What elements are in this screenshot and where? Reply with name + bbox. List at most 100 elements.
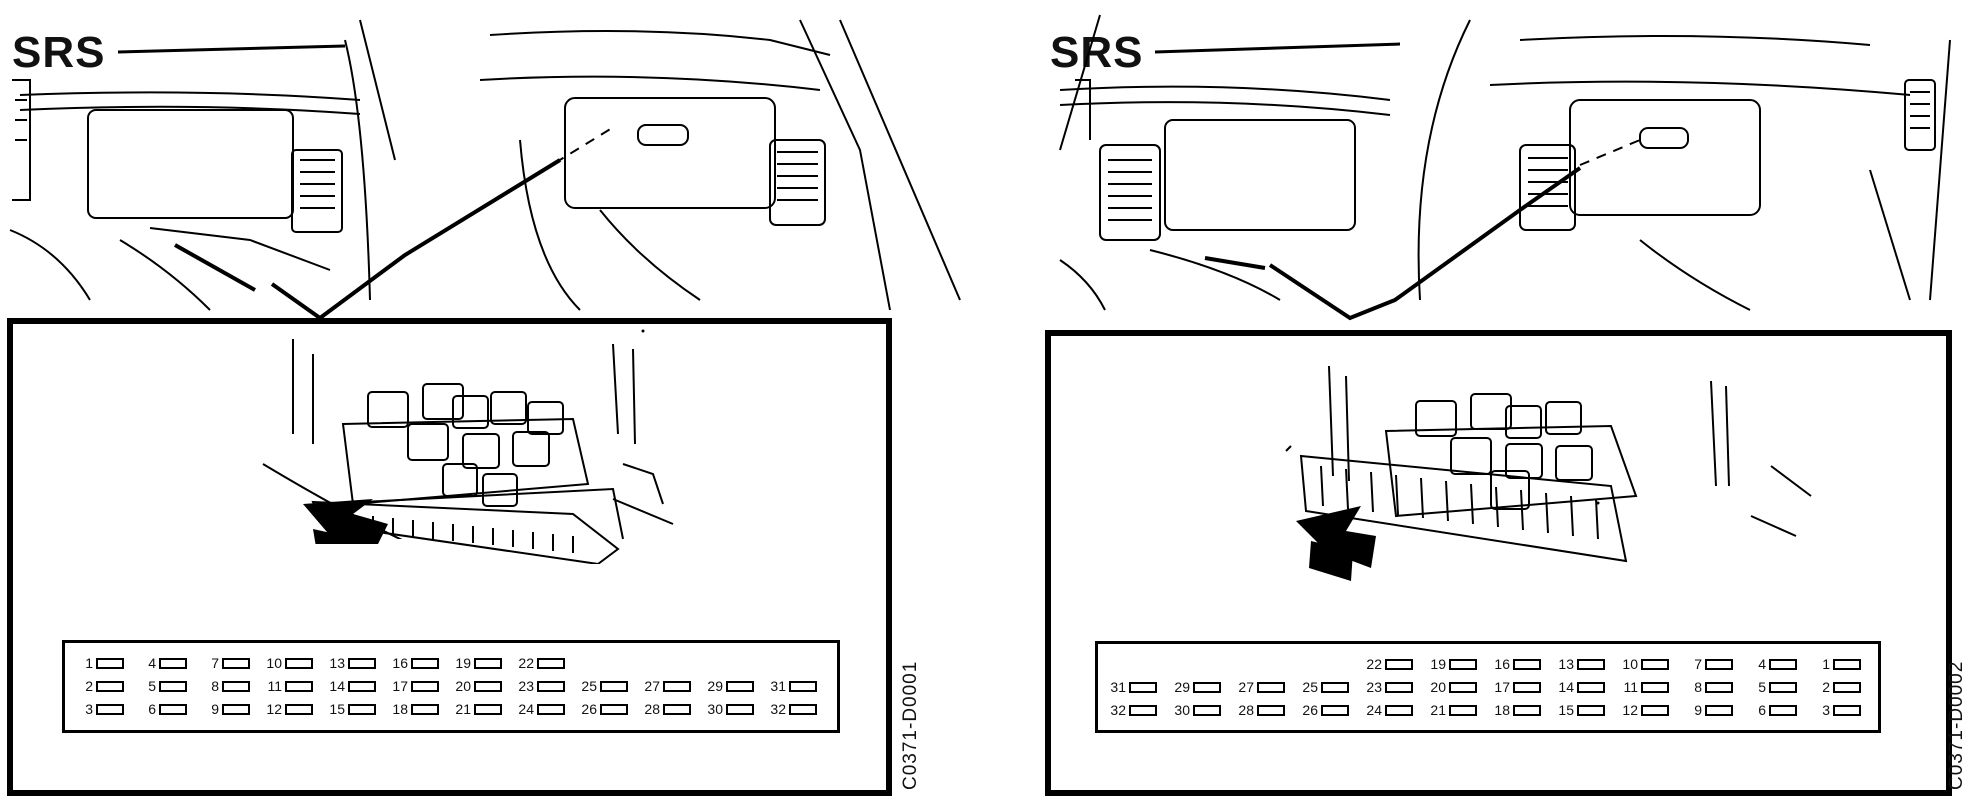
fuse-number: 26 xyxy=(581,701,597,717)
fuse-number: 11 xyxy=(1623,679,1638,695)
fuse-slot: 2 xyxy=(1812,679,1861,695)
fuse-number: 18 xyxy=(1494,702,1510,718)
fuse-slot: 25 xyxy=(1300,679,1349,695)
fuse-outline xyxy=(222,680,250,692)
fuse-outline xyxy=(1193,681,1221,693)
fuse-slot: 18 xyxy=(390,701,439,717)
fuse-outline xyxy=(159,680,187,692)
fuse-number: 17 xyxy=(392,678,408,694)
fuse-number: 13 xyxy=(1558,656,1574,672)
dashboard-illustration xyxy=(1059,14,1951,321)
fuse-outline xyxy=(726,703,754,715)
fuse-slot: 11 xyxy=(264,678,313,694)
fuse-outline xyxy=(537,703,565,715)
fuse-number: 20 xyxy=(455,678,471,694)
fuse-slot: 23 xyxy=(516,678,565,694)
fuse-slot: 20 xyxy=(453,678,502,694)
fuse-outline xyxy=(789,680,817,692)
fuse-number: 28 xyxy=(1238,702,1254,718)
fuse-outline xyxy=(537,680,565,692)
fuse-number: 5 xyxy=(148,678,156,694)
fuse-number: 21 xyxy=(1430,702,1446,718)
fuse-slot: 31 xyxy=(768,678,817,694)
fuse-box-strip xyxy=(311,500,620,564)
fuse-number: 9 xyxy=(1694,702,1702,718)
diagram-code-label: C0371-D0002 xyxy=(1946,660,1967,790)
fuse-outline xyxy=(96,657,124,669)
fuse-outline xyxy=(1385,658,1413,670)
fuse-outline xyxy=(474,703,502,715)
fuse-slot: 21 xyxy=(1428,702,1477,718)
fuse-slot: 17 xyxy=(390,678,439,694)
fuse-number: 10 xyxy=(1622,656,1638,672)
fuse-slot: 5 xyxy=(1748,679,1797,695)
fuse-outline xyxy=(1129,704,1157,716)
fuse-number: 22 xyxy=(1366,656,1382,672)
fuse-slot: 22 xyxy=(516,655,565,671)
fuse-number: 27 xyxy=(1238,679,1254,695)
speck-dot xyxy=(641,329,645,333)
fuse-outline xyxy=(474,680,502,692)
fuse-number: 12 xyxy=(266,701,282,717)
fuse-slot: 9 xyxy=(201,701,250,717)
fuse-outline xyxy=(663,680,691,692)
fuse-outline xyxy=(1513,681,1541,693)
fuse-outline xyxy=(789,703,817,715)
fuse-outline xyxy=(1705,681,1733,693)
fuse-outline xyxy=(1705,704,1733,716)
fuse-outline xyxy=(348,657,376,669)
fuse-outline xyxy=(1257,704,1285,716)
fuse-number: 18 xyxy=(392,701,408,717)
srs-heading: SRS xyxy=(12,28,106,77)
fuse-slot: 1 xyxy=(1812,656,1861,672)
fuse-number: 17 xyxy=(1494,679,1510,695)
fuse-number: 22 xyxy=(518,655,534,671)
fuse-outline xyxy=(474,657,502,669)
fuse-slot: 32 xyxy=(768,701,817,717)
fuse-number: 19 xyxy=(455,655,471,671)
fuse-slot: 14 xyxy=(327,678,376,694)
fuse-slot: 3 xyxy=(75,701,124,717)
fuse-outline xyxy=(1321,681,1349,693)
fuse-outline xyxy=(1257,681,1285,693)
fuse-number: 23 xyxy=(1366,679,1382,695)
fuse-slot: 8 xyxy=(1684,679,1733,695)
fuse-number: 29 xyxy=(1174,679,1190,695)
fuse-slot: 5 xyxy=(138,678,187,694)
fuse-slot: 26 xyxy=(1300,702,1349,718)
fuse-slot: 9 xyxy=(1684,702,1733,718)
fuse-number: 14 xyxy=(329,678,345,694)
fuse-outline xyxy=(663,703,691,715)
fuse-number: 10 xyxy=(266,655,282,671)
right-drive-diagram: SRS xyxy=(1045,0,1974,800)
fuse-number: 1 xyxy=(1822,656,1830,672)
fuse-outline xyxy=(537,657,565,669)
fuse-outline xyxy=(1449,658,1477,670)
fuse-number: 28 xyxy=(644,701,660,717)
fuse-outline xyxy=(600,680,628,692)
fuse-slot: 29 xyxy=(705,678,754,694)
fuse-slot: 30 xyxy=(705,701,754,717)
fuse-outline xyxy=(1833,681,1861,693)
fuse-number: 19 xyxy=(1430,656,1446,672)
fuse-slot: 28 xyxy=(642,701,691,717)
fuse-number: 27 xyxy=(644,678,660,694)
fuse-number: 20 xyxy=(1430,679,1446,695)
fuse-slot: 21 xyxy=(453,701,502,717)
fuse-number: 23 xyxy=(518,678,534,694)
fuse-outline xyxy=(285,657,313,669)
fuse-outline xyxy=(159,657,187,669)
fuse-outline xyxy=(1385,704,1413,716)
fuse-slot: 10 xyxy=(264,655,313,671)
fuse-outline xyxy=(1449,681,1477,693)
fuse-outline xyxy=(222,657,250,669)
fuse-number: 16 xyxy=(392,655,408,671)
fuse-number: 6 xyxy=(148,701,156,717)
fuse-number: 5 xyxy=(1758,679,1766,695)
fuse-outline xyxy=(726,680,754,692)
fuse-outline xyxy=(1833,658,1861,670)
fuse-slot: 12 xyxy=(264,701,313,717)
fuse-number: 8 xyxy=(1694,679,1702,695)
fuse-outline xyxy=(1449,704,1477,716)
